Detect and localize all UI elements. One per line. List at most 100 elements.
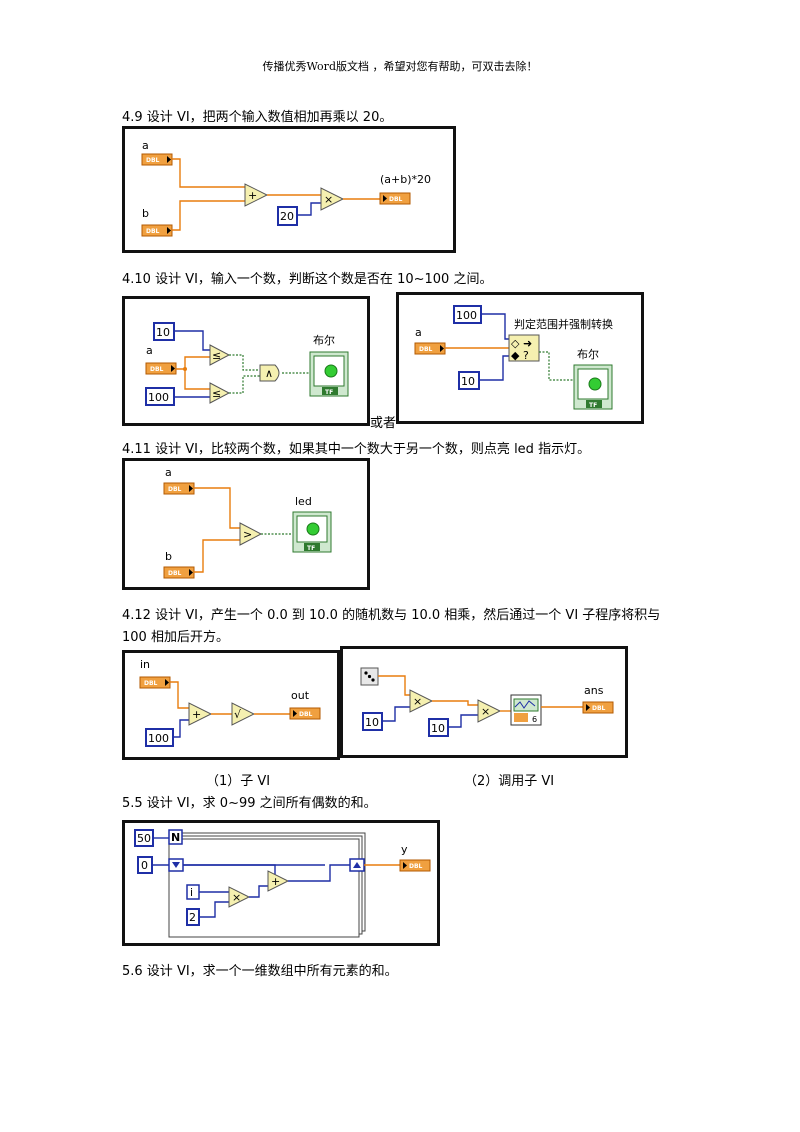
label-b: b	[142, 207, 149, 220]
label-out: (a+b)*20	[380, 173, 431, 186]
label-a: a	[415, 326, 422, 339]
svg-text:TF: TF	[307, 545, 315, 552]
svg-text:√: √	[234, 708, 242, 721]
heading-4-11: 4.11 设计 VI，比较两个数，如果其中一个数大于另一个数，则点亮 led 指…	[122, 442, 591, 457]
indicator-out: DBL	[289, 707, 321, 720]
diagram-4-12-subvi: in DBL 100 + √ out DBL	[122, 650, 340, 760]
diagram-4-10-right: 100 判定范围并强制转换 a DBL 10 ◇ ➜ ◆ ? 布尔 TF	[396, 292, 644, 424]
control-a[interactable]: DBL	[145, 362, 177, 375]
label-out: out	[291, 689, 310, 702]
svg-text:DBL: DBL	[144, 680, 158, 687]
svg-text:>: >	[243, 528, 252, 541]
multiply-node-1[interactable]: ×	[409, 689, 434, 713]
const-100-value: 100	[456, 309, 477, 322]
indicator-ans: DBL	[582, 701, 614, 714]
svg-text:N: N	[171, 831, 180, 844]
loop-count-terminal[interactable]: N	[168, 829, 183, 845]
svg-text:DBL: DBL	[168, 486, 182, 493]
svg-text:×: ×	[413, 695, 422, 708]
for-loop[interactable]	[168, 838, 360, 938]
svg-text:DBL: DBL	[409, 863, 423, 870]
compare-node-1[interactable]: ≤	[209, 344, 231, 366]
const-10-value: 10	[156, 326, 170, 339]
svg-text:+: +	[271, 875, 280, 888]
control-b[interactable]: DBL	[163, 566, 195, 579]
const-10-value: 10	[461, 375, 475, 388]
indicator-y: DBL	[399, 859, 431, 872]
svg-text:×: ×	[324, 193, 333, 206]
control-a[interactable]: DBL	[141, 153, 173, 166]
led-indicator: TF	[292, 511, 332, 553]
diagram-5-5: 50 N 0 i 2 × +	[122, 820, 440, 946]
sqrt-node[interactable]: √	[231, 702, 256, 726]
compare-node-2[interactable]: ≤	[209, 382, 231, 404]
control-in[interactable]: DBL	[139, 676, 171, 689]
diagram-4-12-call: 10 × 10 × 6 ans DBL	[340, 646, 628, 758]
svg-text:◇ ➜: ◇ ➜	[511, 337, 532, 350]
page-header: 传播优秀Word版文档 ，希望对您有帮助，可双击去除！	[262, 60, 538, 73]
const-20-value: 20	[280, 210, 294, 223]
shift-register-right[interactable]	[349, 858, 365, 872]
const-2-value: 2	[189, 911, 196, 924]
label-bool: 布尔	[313, 334, 335, 347]
add-node[interactable]: +	[188, 702, 213, 726]
label-led: led	[295, 495, 312, 508]
svg-text:i: i	[190, 886, 193, 899]
const-100-value: 100	[148, 732, 169, 745]
add-node[interactable]: +	[267, 870, 290, 892]
label-a: a	[165, 466, 172, 479]
label-y: y	[401, 843, 408, 856]
bool-indicator: TF	[309, 351, 349, 397]
heading-4-12-line1: 4.12 设计 VI，产生一个 0.0 到 10.0 的随机数与 10.0 相乘…	[122, 608, 661, 623]
control-a[interactable]: DBL	[163, 482, 195, 495]
multiply-node-2[interactable]: ×	[477, 699, 502, 723]
label-in: in	[140, 658, 150, 671]
svg-text:◆ ?: ◆ ?	[511, 349, 529, 362]
svg-text:≤: ≤	[212, 349, 221, 362]
svg-text:DBL: DBL	[168, 570, 182, 577]
const-0-value: 0	[141, 859, 148, 872]
in-range-node[interactable]: ◇ ➜ ◆ ?	[508, 334, 540, 362]
label-b: b	[165, 550, 172, 563]
heading-5-6: 5.6 设计 VI，求一个一维数组中所有元素的和。	[122, 964, 398, 979]
const-100-value: 100	[148, 391, 169, 404]
const-20[interactable]	[277, 206, 298, 226]
label-a: a	[142, 139, 149, 152]
caption-subvi: （1）子 VI	[206, 774, 271, 789]
indicator-out: DBL	[379, 192, 411, 205]
or-text: 或者	[370, 416, 397, 431]
bool-indicator: TF	[573, 364, 613, 410]
svg-text:≤: ≤	[212, 387, 221, 400]
shift-register-left[interactable]	[168, 858, 184, 872]
label-ans: ans	[584, 684, 604, 697]
label-a: a	[146, 344, 153, 357]
dice-icon[interactable]	[360, 667, 379, 686]
svg-text:DBL: DBL	[146, 157, 160, 164]
svg-text:∧: ∧	[265, 367, 273, 380]
multiply-node[interactable]: ×	[228, 886, 251, 908]
iteration-terminal[interactable]: i	[186, 884, 200, 900]
svg-text:DBL: DBL	[592, 705, 606, 712]
diagram-4-11: a DBL b DBL > led TF	[122, 458, 370, 590]
const-10-b-value: 10	[431, 722, 445, 735]
greater-node[interactable]: >	[239, 522, 263, 546]
heading-4-10: 4.10 设计 VI，输入一个数，判断这个数是否在 10~100 之间。	[122, 272, 493, 287]
subvi-icon[interactable]: 6	[510, 694, 542, 726]
svg-text:DBL: DBL	[419, 346, 433, 353]
svg-text:×: ×	[232, 891, 241, 904]
svg-text:+: +	[192, 708, 201, 721]
heading-4-9: 4.9 设计 VI，把两个输入数值相加再乘以 20。	[122, 110, 393, 125]
add-node[interactable]: +	[244, 183, 269, 207]
svg-text:DBL: DBL	[146, 228, 160, 235]
diagram-4-10-left: 10 a DBL 100 ≤ ≤ ∧ 布尔	[122, 296, 370, 426]
and-node[interactable]: ∧	[259, 364, 280, 382]
svg-text:DBL: DBL	[299, 711, 313, 718]
heading-4-12-line2: 100 相加后开方。	[122, 630, 229, 645]
diagram-4-9: a DBL b DBL + 20 × (a+b)*20	[122, 126, 456, 253]
multiply-node[interactable]: ×	[320, 187, 345, 211]
label-func: 判定范围并强制转换	[514, 317, 613, 331]
subvi-number: 6	[532, 715, 537, 724]
control-a[interactable]: DBL	[414, 342, 446, 355]
control-b[interactable]: DBL	[141, 224, 173, 237]
svg-text:+: +	[248, 189, 257, 202]
